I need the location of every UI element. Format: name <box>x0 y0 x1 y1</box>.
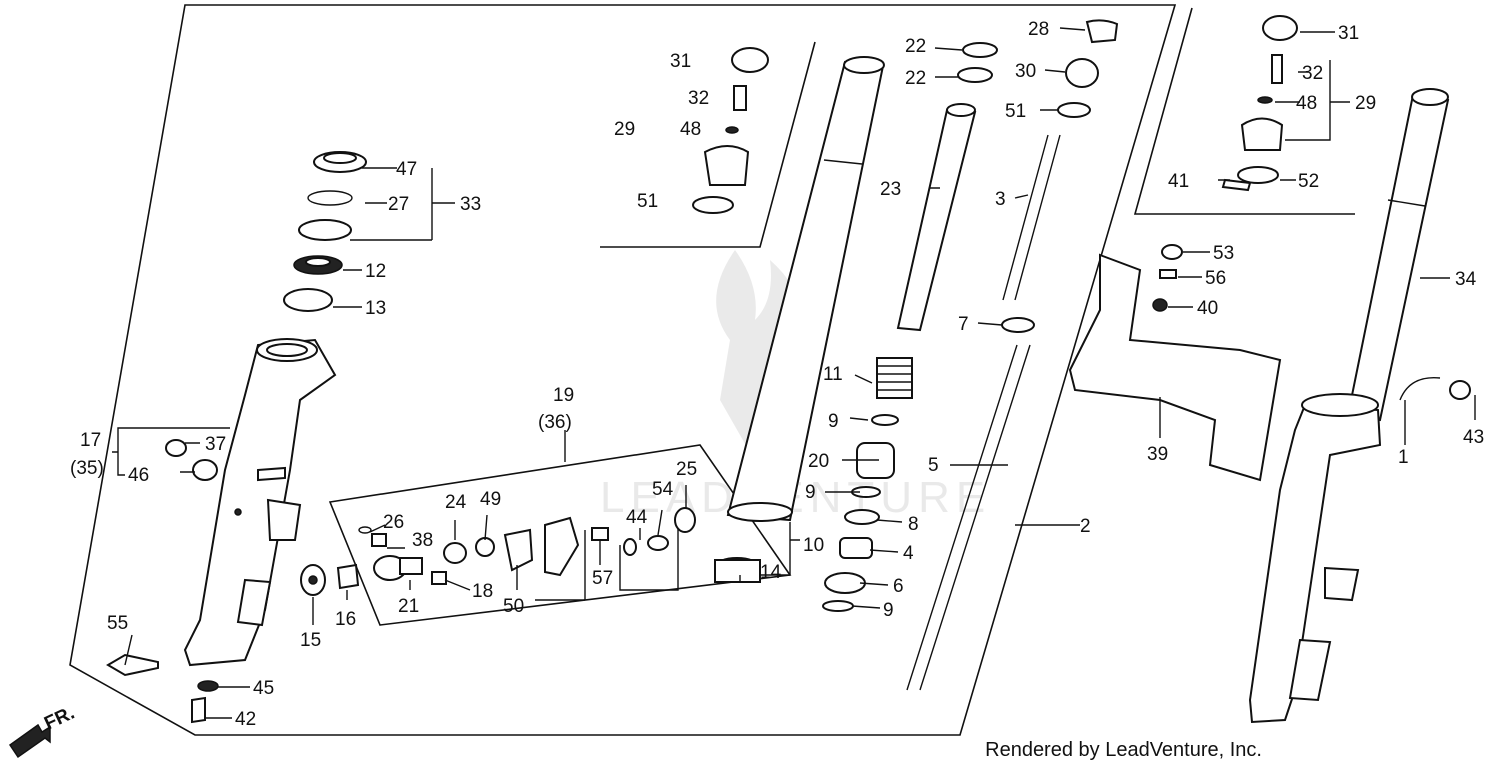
label-48b: 48 <box>1296 93 1317 114</box>
label-12: 12 <box>365 261 386 282</box>
label-36: (36) <box>538 412 572 433</box>
label-17: 17 <box>80 430 101 451</box>
label-44: 44 <box>626 507 648 528</box>
label-51a: 51 <box>637 191 658 212</box>
label-27: 27 <box>388 194 409 215</box>
right-fork-assembly <box>1248 88 1450 724</box>
label-31a: 31 <box>670 51 691 72</box>
label-55: 55 <box>107 613 128 634</box>
right-inset-frame <box>1133 7 1355 215</box>
label-46: 46 <box>128 465 149 486</box>
fork-cap-inset-parts <box>692 47 769 214</box>
label-19: 19 <box>553 385 574 406</box>
label-3: 3 <box>995 189 1006 210</box>
label-7: 7 <box>958 314 969 335</box>
label-29a: 29 <box>614 119 635 140</box>
label-13: 13 <box>365 298 386 319</box>
label-56: 56 <box>1205 268 1226 289</box>
label-53: 53 <box>1213 243 1234 264</box>
label-22b: 22 <box>905 68 926 89</box>
label-1: 1 <box>1398 447 1409 468</box>
label-29b: 29 <box>1355 93 1376 114</box>
rebound-spring-stack <box>822 357 913 612</box>
label-33: 33 <box>460 194 481 215</box>
label-32a: 32 <box>688 88 709 109</box>
cap-inset-frame <box>600 41 816 248</box>
label-18: 18 <box>472 581 493 602</box>
fork-springs <box>906 134 1061 691</box>
label-39: 39 <box>1147 444 1168 465</box>
label-31b: 31 <box>1338 23 1359 44</box>
center-fork-tube <box>714 56 885 583</box>
fork-bridge <box>1068 253 1282 482</box>
bridge-bolts <box>1152 244 1183 312</box>
label-47: 47 <box>396 159 417 180</box>
label-10: 10 <box>803 535 824 556</box>
label-28: 28 <box>1028 19 1049 40</box>
slider-small-parts <box>106 439 219 724</box>
label-37: 37 <box>205 434 226 455</box>
label-4: 4 <box>903 543 914 564</box>
left-fork-slider <box>183 338 337 667</box>
label-40: 40 <box>1197 298 1218 319</box>
label-6: 6 <box>893 576 904 597</box>
label-2: 2 <box>1080 516 1091 537</box>
label-50: 50 <box>503 596 524 617</box>
label-20: 20 <box>808 451 829 472</box>
label-23: 23 <box>880 179 901 200</box>
label-30: 30 <box>1015 61 1036 82</box>
label-9c: 9 <box>883 600 894 621</box>
label-35: (35) <box>70 458 104 479</box>
render-credit: Rendered by LeadVenture, Inc. <box>985 739 1262 761</box>
label-43: 43 <box>1463 427 1484 448</box>
label-32b: 32 <box>1302 63 1323 84</box>
label-54: 54 <box>652 479 674 500</box>
part-labels: 1 2 3 4 5 6 7 8 9 9 9 10 11 12 13 14 15 … <box>70 19 1484 730</box>
steering-bearing-stack <box>283 151 367 312</box>
label-49: 49 <box>480 489 501 510</box>
right-cap-inset-parts <box>1221 15 1298 192</box>
label-45: 45 <box>253 678 274 699</box>
label-22a: 22 <box>905 36 926 57</box>
label-51b: 51 <box>1005 101 1026 122</box>
damper-rod <box>896 103 977 332</box>
label-57: 57 <box>592 568 613 589</box>
label-24: 24 <box>445 492 467 513</box>
label-38: 38 <box>412 530 433 551</box>
label-48a: 48 <box>680 119 701 140</box>
label-21: 21 <box>398 596 419 617</box>
label-11: 11 <box>823 364 843 385</box>
label-26: 26 <box>383 512 404 533</box>
label-8: 8 <box>908 514 919 535</box>
main-frame-outline <box>69 4 1177 736</box>
label-15: 15 <box>300 630 321 651</box>
label-52: 52 <box>1298 171 1319 192</box>
label-9b: 9 <box>805 482 816 503</box>
brake-hose-guide <box>1399 376 1471 401</box>
label-16: 16 <box>335 609 356 630</box>
label-9a: 9 <box>828 411 839 432</box>
label-25: 25 <box>676 459 697 480</box>
front-direction-arrow: FR. <box>8 703 78 759</box>
label-14: 14 <box>760 562 782 583</box>
label-42: 42 <box>235 709 256 730</box>
leader-lines <box>112 27 1476 719</box>
label-5: 5 <box>928 455 939 476</box>
label-41: 41 <box>1168 171 1189 192</box>
damper-internal-parts <box>300 507 696 596</box>
label-34: 34 <box>1455 269 1477 290</box>
